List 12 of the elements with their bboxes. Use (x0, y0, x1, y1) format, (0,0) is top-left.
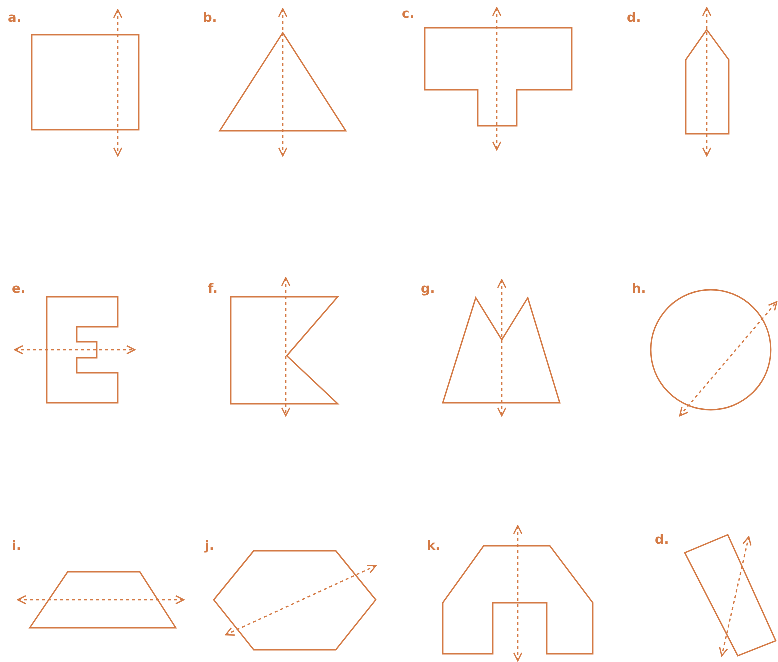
figure-letter: a. (8, 12, 22, 25)
figure-letter: j. (205, 540, 214, 553)
figure-letter: h. (632, 283, 646, 296)
figure-letter: i. (12, 540, 22, 553)
figure-letter: g. (421, 283, 436, 296)
figure-letter: k. (427, 540, 441, 553)
figure-letter: e. (12, 283, 26, 296)
figure-letter: f. (208, 283, 218, 296)
figure-letter: c. (402, 8, 415, 21)
figure-letter: b. (203, 12, 218, 25)
figure-letter: d. (627, 12, 642, 25)
figure-letter: d. (655, 534, 670, 547)
